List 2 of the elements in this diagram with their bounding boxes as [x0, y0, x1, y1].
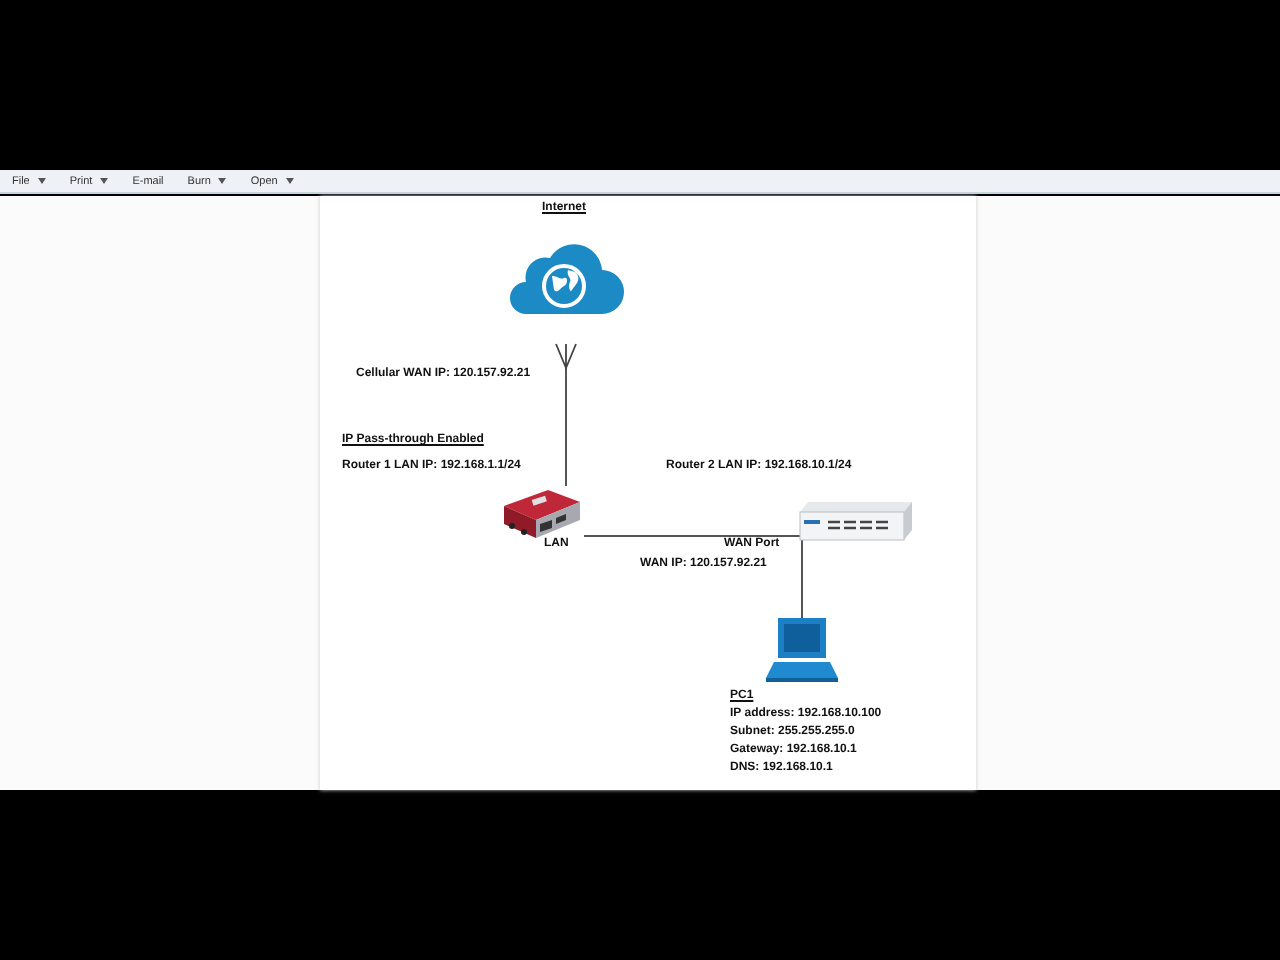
- connection-line: [801, 539, 803, 619]
- connection-line: [583, 535, 801, 537]
